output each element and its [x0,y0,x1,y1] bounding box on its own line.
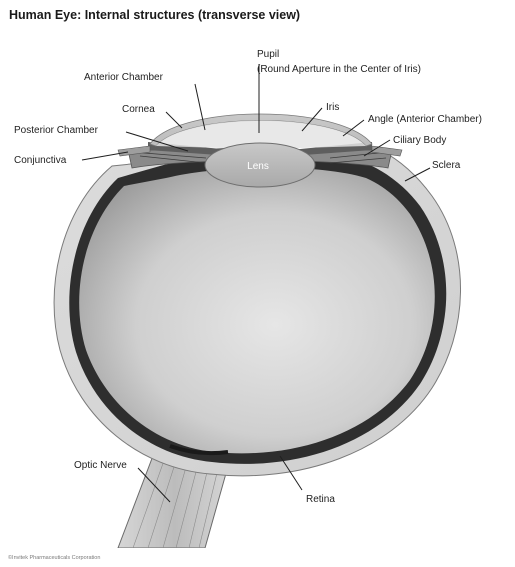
ciliary-body-label: Ciliary Body [393,135,446,146]
iris-label: Iris [326,102,339,113]
optic-nerve-label: Optic Nerve [74,460,127,471]
pupil-sublabel: (Round Aperture in the Center of Iris) [257,64,421,75]
posterior-chamber-label: Posterior Chamber [14,125,99,136]
cornea-label: Cornea [122,104,155,115]
angle-label: Angle (Anterior Chamber) [368,114,482,125]
conjunctiva-label: Conjunctiva [14,155,67,166]
retina-label: Retina [306,494,335,505]
anterior-chamber-label: Anterior Chamber [84,72,164,83]
pupil-label: Pupil [257,49,279,60]
lens-label: Lens [247,161,269,172]
sclera-label: Sclera [432,160,461,171]
copyright-notice: ©Invitek Pharmaceuticals Corporation [8,555,100,561]
lens: Lens [205,143,315,187]
